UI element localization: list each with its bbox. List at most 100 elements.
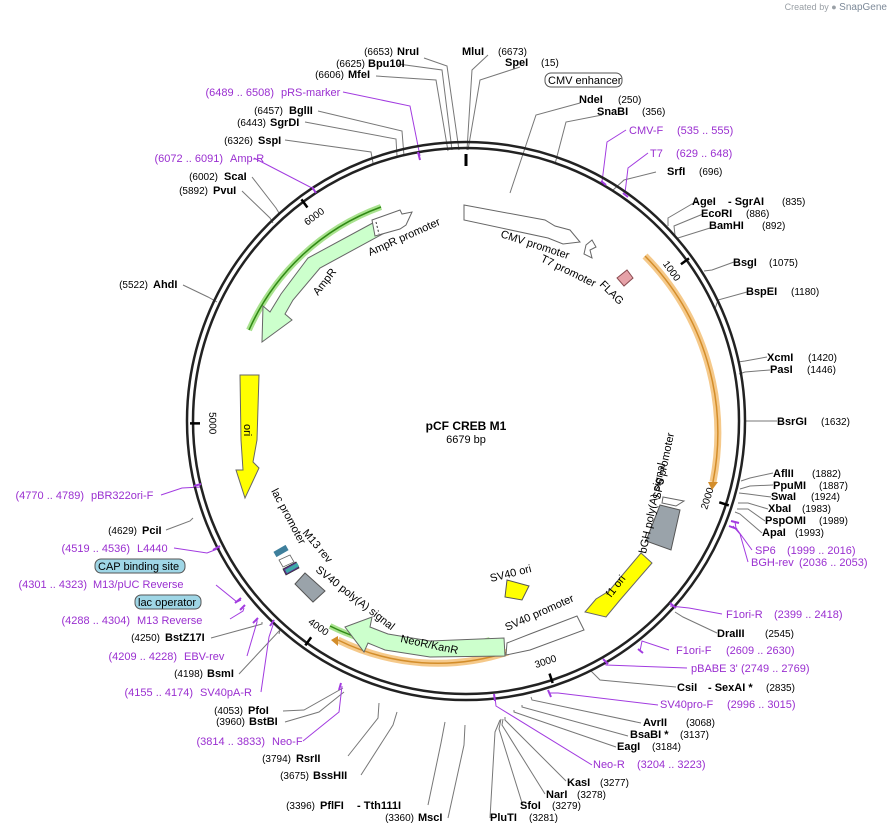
backbone-ring: [185, 140, 747, 702]
cmv-promoter-arrow: [463, 204, 581, 245]
site-name-aflii: AflII: [773, 468, 794, 480]
orf-neo-arrowhead: [331, 636, 338, 646]
ampr-green-track-core: [248, 206, 382, 331]
site-name-bstz17i: BstZ17I: [165, 632, 205, 644]
tick-label-5000: 5000: [206, 412, 217, 435]
primer-name-neo-f: Neo-F: [272, 736, 303, 748]
site-pos: (2835): [766, 683, 795, 694]
site-name-pfoi: PfoI: [248, 705, 269, 717]
lac-promoter-arrow: [278, 554, 295, 568]
site-name-pflfi: PflFI: [320, 800, 344, 812]
site-pos: (356): [642, 107, 665, 118]
tick-mark-6000: [300, 198, 309, 209]
primer-range: (4770 .. 4789): [16, 490, 85, 502]
ampr-promoter-arrow: [371, 209, 413, 237]
site-pos: (5522): [119, 280, 148, 291]
primer-name-t7: T7: [650, 148, 663, 160]
tick-mark-4000: [304, 636, 313, 647]
site-pos: (1446): [807, 365, 836, 376]
site-pos: (1993): [795, 528, 824, 539]
site-name-draiii: DraIII: [717, 628, 745, 640]
sv40-promoter-arrow: [505, 615, 585, 656]
tick-label-3000: 3000: [533, 653, 558, 671]
plasmid-name: pCF CREB M1: [426, 419, 507, 433]
primer-name-l4440: L4440: [137, 543, 168, 555]
primer-range: (629 .. 648): [676, 148, 732, 160]
site-name-bsrgi: BsrGI: [777, 416, 807, 428]
site-name-kasi: KasI: [567, 777, 590, 789]
site-name-csii: CsiI: [677, 682, 697, 694]
sv40-polya-block: [294, 572, 326, 603]
primer-range: (6072 .. 6091): [155, 153, 224, 165]
site-pos: (1924): [811, 492, 840, 503]
primer-range: (2399 .. 2418): [774, 609, 843, 621]
flag-feature: [616, 269, 634, 287]
site-pos: (3960): [216, 717, 245, 728]
primer-name-f1ori-r: F1ori-R: [726, 609, 763, 621]
site-pos: (6002): [189, 172, 218, 183]
site-name-bpu10i: Bpu10I: [368, 58, 405, 70]
primer-name-f1ori-f: F1ori-F: [676, 645, 712, 657]
orf-creb-arc-core: [644, 255, 719, 483]
site-pos: (3794): [262, 754, 291, 765]
bgh-polya-block: [645, 504, 681, 551]
primer-leader-lines: [160, 91, 753, 766]
lac-operator-mark: [284, 562, 300, 574]
site-pos: (835): [782, 197, 805, 208]
created-by-text: Created by: [784, 2, 829, 12]
primer-range: (4301 .. 4323): [19, 579, 88, 591]
site-pos: (3396): [286, 801, 315, 812]
site-name-scai: ScaI: [224, 171, 247, 183]
site-name-bsgi: BsgI: [733, 257, 757, 269]
site-pos: (4198): [174, 669, 203, 680]
site-name-swai: SwaI: [771, 491, 796, 503]
sp6-promoter-arrow: [661, 496, 686, 507]
site-pos: (3184): [652, 742, 681, 753]
site-pos: (3278): [577, 790, 606, 801]
primer-range: (1999 .. 2016): [787, 545, 856, 557]
site-pos: (696): [699, 167, 722, 178]
primer-range: (6489 .. 6508): [206, 87, 275, 99]
site-name-xcmi: XcmI: [767, 352, 793, 364]
site-name-bglii: BglII: [289, 105, 313, 117]
primer-range: (2609 .. 2630): [726, 645, 795, 657]
site-name-pcii: PciI: [142, 525, 162, 537]
site-name-sfoi: SfoI: [520, 800, 541, 812]
m13-rev-label: M13 rev: [300, 527, 335, 566]
site-pos: (3137): [680, 730, 709, 741]
primer-name-ebv-rev: EBV-rev: [184, 651, 225, 663]
svg-text:(6653): (6653): [364, 47, 393, 58]
t7-promoter-label: T7 promoter: [539, 253, 598, 290]
lac-promoter-label: lac promoter: [268, 487, 307, 547]
site-name-apai: ApaI: [762, 527, 786, 539]
primer-range: (3204 .. 3223): [637, 759, 706, 771]
primer-name-amp-r: Amp-R: [230, 153, 264, 165]
primer-name-m13-reverse: M13 Reverse: [137, 615, 202, 627]
site-name-spei: SpeI: [505, 57, 528, 69]
ori-label: ori: [241, 424, 253, 436]
primer-range: (4209 .. 4228): [109, 651, 178, 663]
site-name-bstbi: BstBI: [249, 716, 278, 728]
site-pos: (6625): [336, 59, 365, 70]
site-name-bsmi: BsmI: [207, 668, 234, 680]
restriction-site-labels: (6653) NruI (6625) Bpu10I (6606) MfeI Ml…: [108, 46, 850, 824]
primer-range: (4288 .. 4304): [62, 615, 131, 627]
primer-name-prs-marker: pRS-marker: [281, 87, 341, 99]
site-pos: (5892): [179, 186, 208, 197]
site-pos: (3068): [686, 718, 715, 729]
tick-mark-1000: [680, 257, 690, 266]
primer-range: (2036 .. 2053): [799, 557, 868, 569]
primer-range: (535 .. 555): [677, 125, 733, 137]
site-name-bsabi: BsaBI *: [630, 729, 669, 741]
primer-name-m13-puc-reverse: M13/pUC Reverse: [93, 579, 183, 591]
primer-name-sv40pro-f: SV40pro-F: [660, 699, 713, 711]
primer-name-bgh-rev: BGH-rev: [751, 557, 794, 569]
site-name-srfi: SrfI: [667, 166, 685, 178]
f1-ori-arrow: [584, 552, 653, 618]
site-name-mlui: MluI: [462, 46, 484, 58]
site-name-sspi: SspI: [258, 135, 281, 147]
site-pos: (1180): [791, 287, 819, 298]
primer-range: (4155 .. 4174): [125, 687, 194, 699]
sv40-polya-label: SV40 poly(A) signal: [313, 564, 397, 633]
site-pos: (6457): [254, 106, 283, 117]
